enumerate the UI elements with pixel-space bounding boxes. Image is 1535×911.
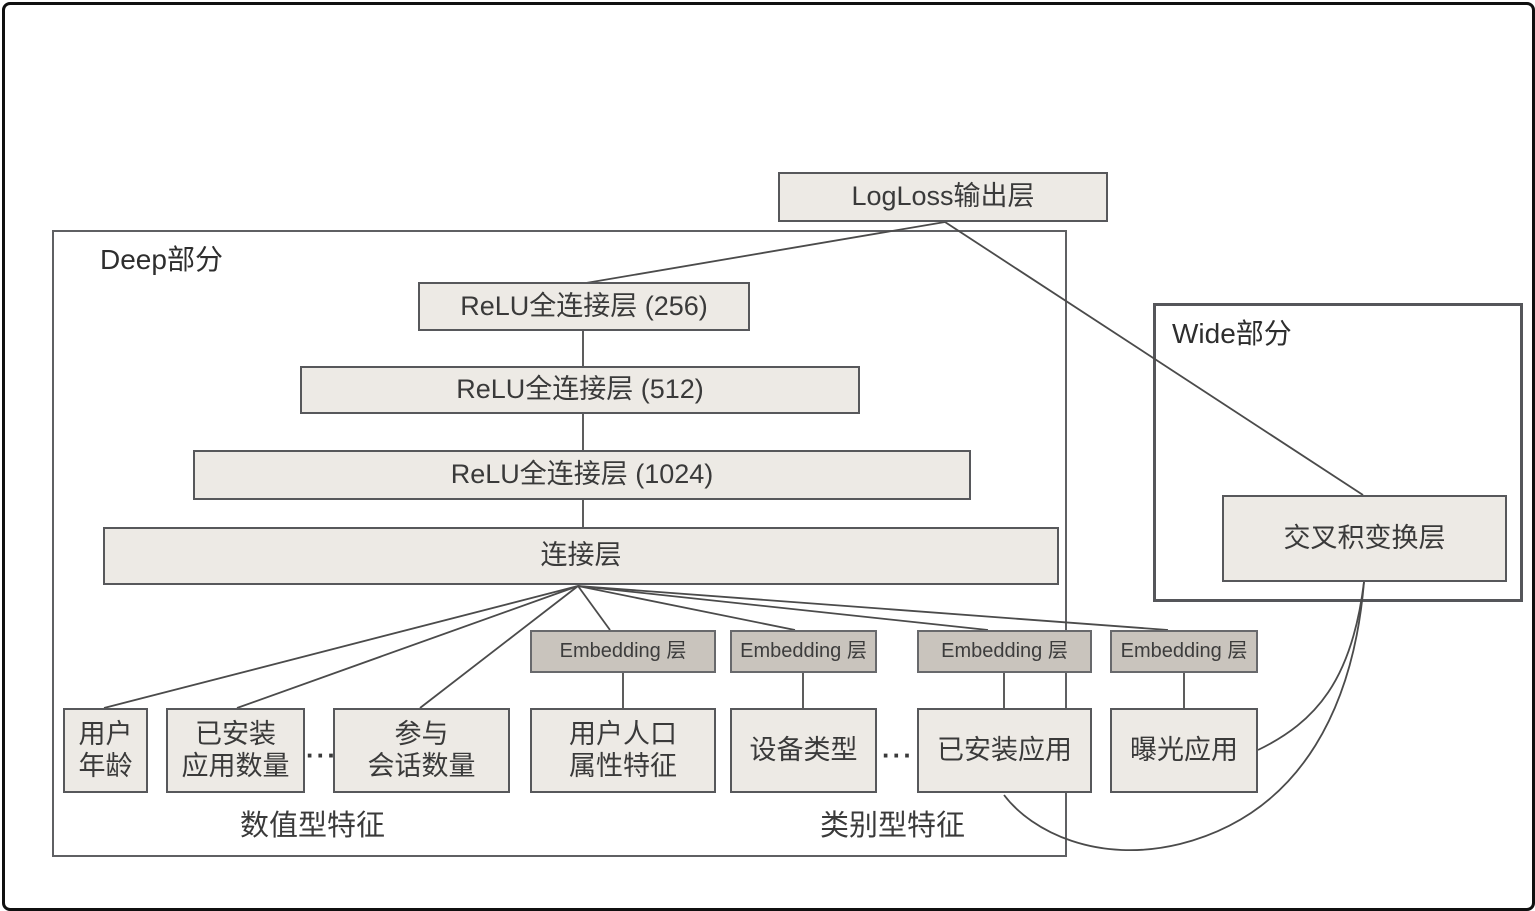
edge-logloss-to-cross-layer — [944, 221, 1364, 496]
feature-box-device-type: 设备类型 — [730, 708, 877, 793]
edge-cross-to-exposed-apps — [1257, 581, 1365, 751]
edge-concat-embedding2 — [577, 585, 796, 631]
feature-box-session-count: 参与 会话数量 — [333, 708, 510, 793]
feature-box-user-age: 用户 年龄 — [63, 708, 148, 793]
wide-part-container — [1153, 303, 1523, 602]
cross-product-layer-box: 交叉积变换层 — [1222, 495, 1507, 582]
relu-256-layer-box: ReLU全连接层 (256) — [418, 282, 750, 331]
embedding-layer-box-2: Embedding 层 — [730, 630, 877, 673]
feature-box-user-demographics: 用户人口 属性特征 — [530, 708, 716, 793]
relu-1024-layer-box: ReLU全连接层 (1024) — [193, 450, 971, 500]
embedding-layer-box-4: Embedding 层 — [1110, 630, 1258, 673]
embedding-layer-box-3: Embedding 层 — [917, 630, 1092, 673]
wide-part-label: Wide部分 — [1172, 318, 1292, 349]
feature-box-installed-apps: 已安装应用 — [917, 708, 1092, 793]
edge-concat-feature1 — [103, 585, 579, 709]
concat-layer-box: 连接层 — [103, 527, 1059, 585]
edge-concat-embedding4 — [577, 585, 1169, 631]
numeric-features-ellipsis: ··· — [306, 740, 338, 770]
edge-concat-embedding1 — [577, 585, 611, 631]
feature-box-exposed-apps: 曝光应用 — [1110, 708, 1258, 793]
relu-512-layer-box: ReLU全连接层 (512) — [300, 366, 860, 414]
deep-part-container — [52, 230, 1067, 857]
edge-cross-to-installed-apps — [1003, 581, 1365, 852]
edge-logloss-to-relu256 — [585, 221, 946, 284]
categorical-features-ellipsis: ··· — [882, 740, 914, 770]
feature-box-installed-app-count: 已安装 应用数量 — [166, 708, 305, 793]
logloss-output-layer-box: LogLoss输出层 — [778, 172, 1108, 222]
edge-concat-embedding3 — [577, 585, 989, 631]
deep-part-label: Deep部分 — [100, 244, 223, 275]
edge-concat-feature2 — [236, 585, 579, 709]
edge-concat-feature3 — [419, 585, 579, 709]
embedding-layer-box-1: Embedding 层 — [530, 630, 716, 673]
categorical-features-group-label: 类别型特征 — [820, 810, 966, 842]
numeric-features-group-label: 数值型特征 — [240, 810, 386, 842]
